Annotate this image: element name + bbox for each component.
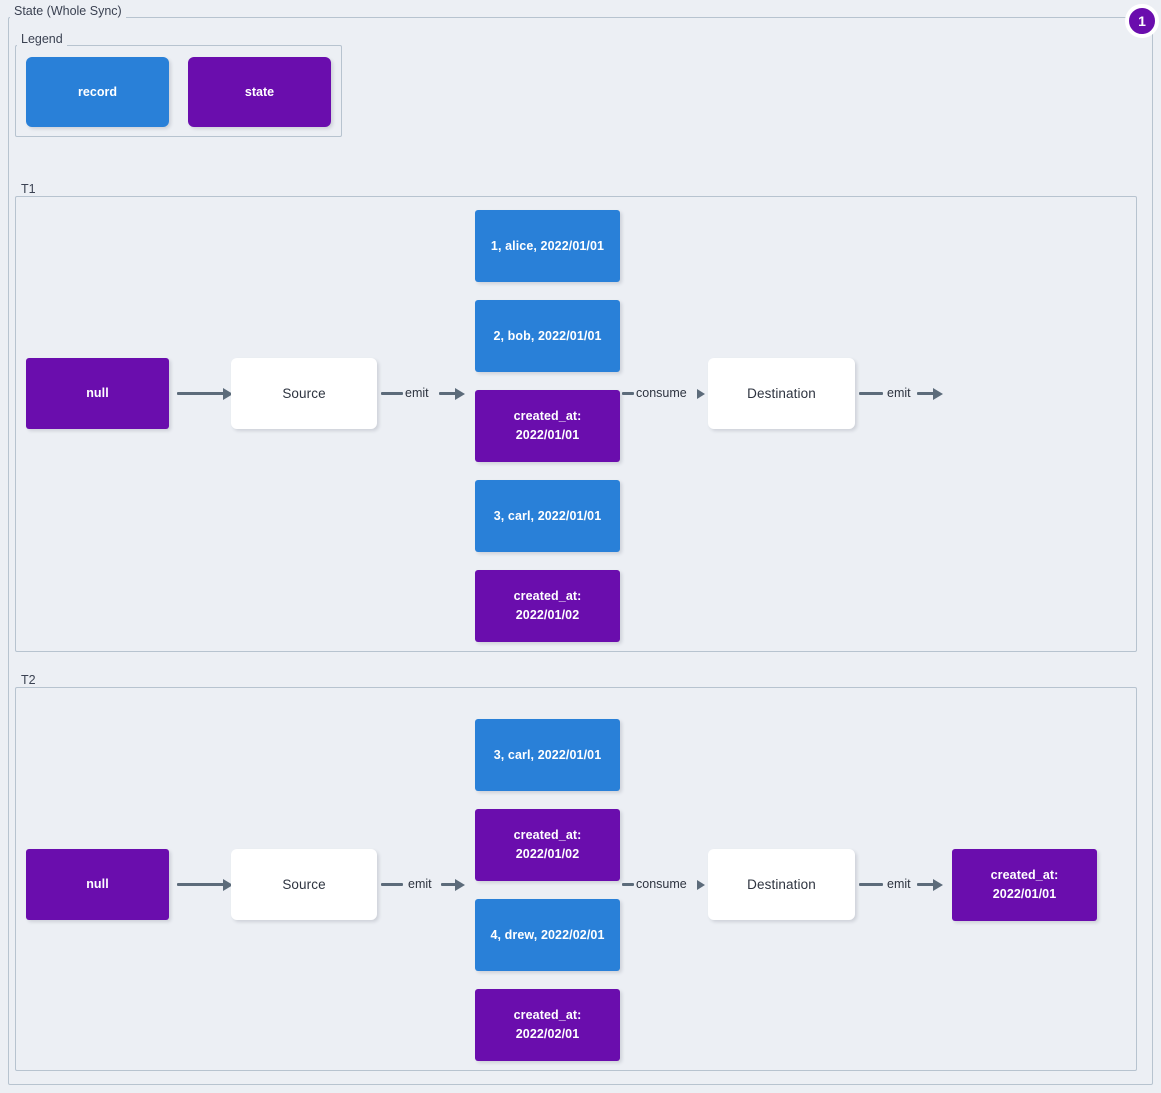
t2-arrowhead-dest-emit <box>933 879 943 891</box>
t1-arrowhead-state-to-source <box>223 388 233 400</box>
t2-edge-source-emit-left <box>381 883 403 886</box>
t2-message-2[interactable]: 4, drew, 2022/02/01 <box>475 899 620 971</box>
t1-edge-dest-emit-right <box>917 392 935 395</box>
t2-edge-label-source-emit: emit <box>406 877 434 891</box>
t1-edge-label-consume: consume <box>634 386 689 400</box>
t1-arrowhead-source-emit <box>455 388 465 400</box>
status-badge[interactable]: 1 <box>1125 4 1159 38</box>
legend-label-state: state <box>244 85 275 99</box>
t1-edge-source-emit-right <box>439 392 459 395</box>
t1-arrowhead-consume <box>697 389 705 399</box>
t1-message-4[interactable]: created_at: 2022/01/02 <box>475 570 620 642</box>
t2-edge-consume-left <box>622 883 634 886</box>
page-title: State (Whole Sync) <box>10 5 126 18</box>
t1-arrowhead-dest-emit <box>933 388 943 400</box>
t2-message-0[interactable]: 3, carl, 2022/01/01 <box>475 719 620 791</box>
t2-edge-source-emit-right <box>441 883 459 886</box>
t2-message-1[interactable]: created_at: 2022/01/02 <box>475 809 620 881</box>
t1-edge-label-source-emit: emit <box>403 386 431 400</box>
t1-destination-node[interactable]: Destination <box>708 358 855 429</box>
t1-edge-consume-left <box>622 392 634 395</box>
legend-title: Legend <box>17 33 67 46</box>
t1-initial-state-node[interactable]: null <box>26 358 169 429</box>
t1-source-node[interactable]: Source <box>231 358 377 429</box>
legend-label-record: record <box>78 85 117 99</box>
t2-destination-node[interactable]: Destination <box>708 849 855 920</box>
t2-edge-label-consume: consume <box>634 877 689 891</box>
t1-message-1[interactable]: 2, bob, 2022/01/01 <box>475 300 620 372</box>
t1-edge-dest-emit-left <box>859 392 883 395</box>
t2-source-node[interactable]: Source <box>231 849 377 920</box>
t2-edge-label-dest-emit: emit <box>885 877 913 891</box>
t2-arrowhead-consume <box>697 880 705 890</box>
t2-edge-state-to-source <box>177 883 225 886</box>
t1-message-0[interactable]: 1, alice, 2022/01/01 <box>475 210 620 282</box>
t2-message-3[interactable]: created_at: 2022/02/01 <box>475 989 620 1061</box>
t2-arrowhead-state-to-source <box>223 879 233 891</box>
t2-initial-state-node[interactable]: null <box>26 849 169 920</box>
legend-swatch-record: record <box>26 57 169 127</box>
t1-message-3[interactable]: 3, carl, 2022/01/01 <box>475 480 620 552</box>
t1-title: T1 <box>17 183 40 196</box>
t1-message-2[interactable]: created_at: 2022/01/01 <box>475 390 620 462</box>
legend-swatch-state: state <box>188 57 331 127</box>
t1-edge-label-dest-emit: emit <box>885 386 913 400</box>
t1-edge-state-to-source <box>177 392 225 395</box>
t2-edge-dest-emit-right <box>917 883 935 886</box>
t2-output-state-node[interactable]: created_at: 2022/01/01 <box>952 849 1097 921</box>
t2-arrowhead-source-emit <box>455 879 465 891</box>
t1-edge-source-emit-left <box>381 392 403 395</box>
t2-title: T2 <box>17 674 40 687</box>
t2-edge-dest-emit-left <box>859 883 883 886</box>
